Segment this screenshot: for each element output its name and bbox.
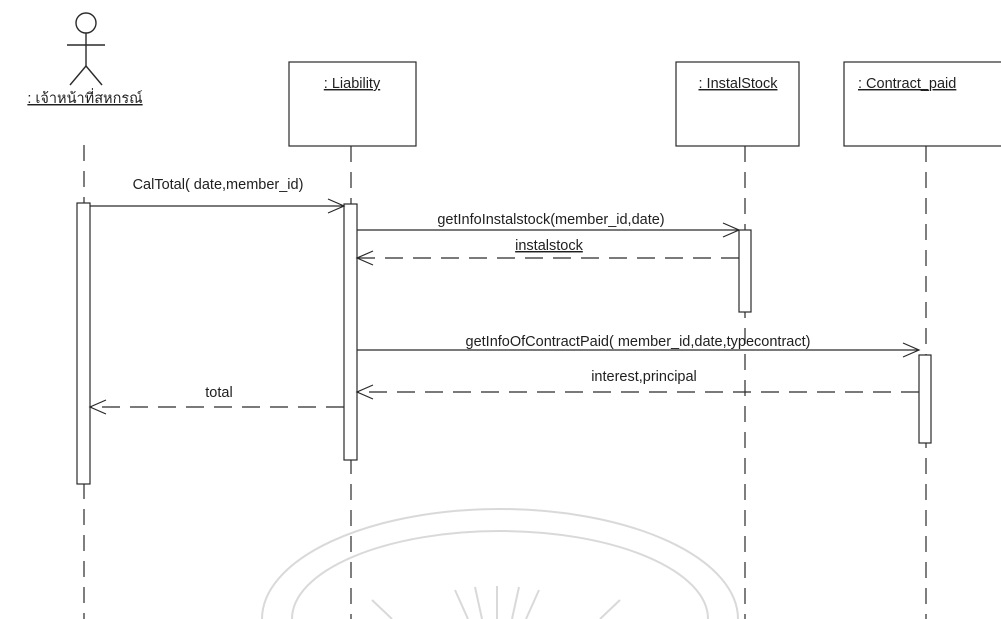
open-arrowhead-icon — [88, 399, 107, 415]
watermark-seal — [261, 508, 739, 619]
message-caltotal: CalTotal( date,member_id) — [90, 177, 346, 214]
message-label: getInfoInstalstock(member_id,date) — [437, 212, 664, 228]
open-arrowhead-icon — [355, 250, 374, 266]
activation-instalstock — [738, 229, 752, 313]
message-return-interest-principal: interest,principal — [355, 369, 919, 400]
object-box-instalstock — [675, 61, 800, 147]
object-instalstock: : InstalStock — [675, 61, 800, 619]
actor-label: : เจ้าหน้าที่สหกรณ์ — [27, 88, 142, 107]
message-getinfoofcontractpaid: getInfoOfContractPaid( member_id,date,ty… — [357, 334, 921, 358]
actor-officer: : เจ้าหน้าที่สหกรณ์ — [27, 12, 143, 619]
open-arrowhead-icon — [722, 222, 741, 238]
message-label: instalstock — [515, 238, 583, 254]
object-label-liability: : Liability — [324, 76, 381, 92]
message-label: interest,principal — [591, 369, 697, 385]
activation-contract-paid — [918, 354, 932, 444]
object-liability: : Liability — [288, 61, 417, 619]
stick-figure-icon — [67, 12, 105, 86]
object-label-contract-paid: : Contract_paid — [858, 76, 956, 92]
message-label: total — [205, 385, 232, 401]
object-label-instalstock: : InstalStock — [699, 76, 779, 92]
open-arrowhead-icon — [902, 342, 921, 358]
message-return-total: total — [88, 385, 344, 415]
activation-officer — [76, 202, 91, 485]
object-box-contract-paid — [843, 61, 1001, 147]
object-contract-paid: : Contract_paid — [843, 61, 1001, 619]
activation-liability — [343, 203, 358, 461]
message-label: CalTotal( date,member_id) — [133, 177, 304, 193]
open-arrowhead-icon — [355, 384, 374, 400]
open-arrowhead-icon — [327, 198, 346, 214]
message-label: getInfoOfContractPaid( member_id,date,ty… — [466, 334, 811, 350]
message-return-instalstock: instalstock — [355, 238, 739, 266]
message-getinfoinstalstock: getInfoInstalstock(member_id,date) — [357, 212, 741, 238]
object-box-liability — [288, 61, 417, 147]
